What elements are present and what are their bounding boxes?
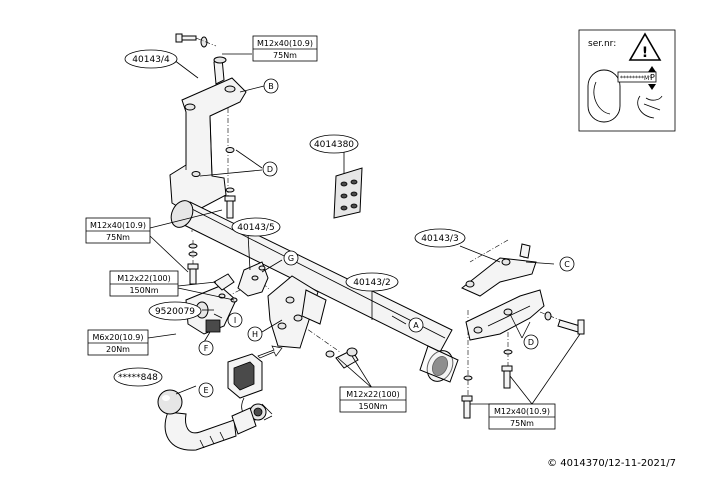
type-plate xyxy=(617,71,657,83)
small-bracket xyxy=(237,261,269,297)
marker-g: G xyxy=(283,250,299,266)
left-bolts xyxy=(187,187,236,285)
warning-icon xyxy=(628,32,662,61)
torque-spec: 150Nm xyxy=(129,286,158,295)
plate-letter: P xyxy=(650,73,655,82)
torque-spec: 20Nm xyxy=(106,345,130,354)
hardware-kit xyxy=(333,167,363,219)
marker-d-left: D xyxy=(262,161,278,177)
part-bubble-bracket-left: 40143/4 xyxy=(124,49,178,69)
part-number: 40143/3 xyxy=(421,234,458,244)
insert-direction-arrow xyxy=(257,345,283,359)
towball-outline-icon xyxy=(587,69,621,123)
part-bubble-bracket-small: 40143/5 xyxy=(231,217,281,237)
torque-spec: 75Nm xyxy=(273,51,297,60)
plate-text: ********M° xyxy=(620,75,652,82)
spec-box-mid-bolt: M12x22(100) 150Nm xyxy=(109,270,179,297)
marker-i: I xyxy=(227,312,243,328)
bolt-spec: M6x20(10.9) xyxy=(93,333,144,342)
bolt-spec: M12x22(100) xyxy=(346,390,400,399)
warning-exclamation-icon: ! xyxy=(642,45,648,61)
part-bubble-bracket-right: 40143/3 xyxy=(414,228,466,248)
svg-text:C: C xyxy=(564,260,570,269)
bolt-spec: M12x22(100) xyxy=(117,274,171,283)
marker-e: E xyxy=(198,382,214,398)
svg-text:A: A xyxy=(413,321,419,330)
marker-f: F xyxy=(198,340,214,356)
arrow-down-icon xyxy=(648,66,656,72)
tow-ball-neck xyxy=(157,389,257,451)
part-number: 40143/5 xyxy=(237,223,274,233)
torque-spec: 150Nm xyxy=(358,402,387,411)
svg-text:G: G xyxy=(288,254,294,263)
right-mounting-bracket xyxy=(461,243,545,341)
marker-a: A xyxy=(408,317,424,333)
spec-box-right-bolt: M12x40(10.9) 75Nm xyxy=(488,403,556,430)
torque-spec: 75Nm xyxy=(106,233,130,242)
part-bubble-crossbar: 40143/2 xyxy=(345,272,399,292)
bolt-spec: M12x40(10.9) xyxy=(494,407,550,416)
bolt-spec: M12x40(10.9) xyxy=(90,221,146,230)
spec-box-left-bolt: M12x40(10.9) 75Nm xyxy=(85,217,151,244)
bolt-spec: M12x40(10.9) xyxy=(257,39,313,48)
svg-text:E: E xyxy=(203,386,208,395)
crossbar-tube xyxy=(170,200,459,383)
leader-lines xyxy=(147,53,581,405)
left-mounting-bracket xyxy=(169,56,247,215)
spec-box-top-bolt: M12x40(10.9) 75Nm xyxy=(252,35,318,62)
electrical-socket xyxy=(227,353,273,421)
marker-d-right: D xyxy=(523,334,539,350)
serial-title: ser.nr: xyxy=(588,39,616,49)
svg-text:I: I xyxy=(234,316,236,325)
marker-h: H xyxy=(247,326,263,342)
spec-box-small-bolt: M6x20(10.9) 20Nm xyxy=(87,329,149,356)
svg-text:F: F xyxy=(204,344,209,353)
marker-c: C xyxy=(559,256,575,272)
copyright-note: © 4014370/12-11-2021/7 xyxy=(547,458,676,469)
part-number: *****848 xyxy=(118,373,158,383)
torque-spec: 75Nm xyxy=(510,419,534,428)
part-number: 4014380 xyxy=(314,140,354,150)
rear-plate xyxy=(267,275,327,349)
hand-pointer-icon xyxy=(637,95,663,119)
svg-text:D: D xyxy=(267,165,273,174)
spec-box-center-bolt: M12x22(100) 150Nm xyxy=(339,386,407,413)
part-bubble-ball: *****848 xyxy=(113,367,163,387)
svg-text:D: D xyxy=(528,338,534,347)
part-number: 9520079 xyxy=(155,307,195,317)
part-bubble-kit: 4014380 xyxy=(309,134,359,154)
top-bolt xyxy=(175,33,217,48)
marker-b: B xyxy=(263,78,279,94)
svg-text:H: H xyxy=(252,330,258,339)
arrow-up-icon xyxy=(648,84,656,90)
part-number: 40143/4 xyxy=(132,55,170,65)
part-number: 40143/2 xyxy=(353,278,390,288)
part-bubble-socket: 9520079 xyxy=(148,301,202,321)
svg-text:B: B xyxy=(268,82,274,91)
right-bolts xyxy=(461,311,585,419)
serial-number-inset: ser.nr: ! ********M° P xyxy=(578,29,676,132)
